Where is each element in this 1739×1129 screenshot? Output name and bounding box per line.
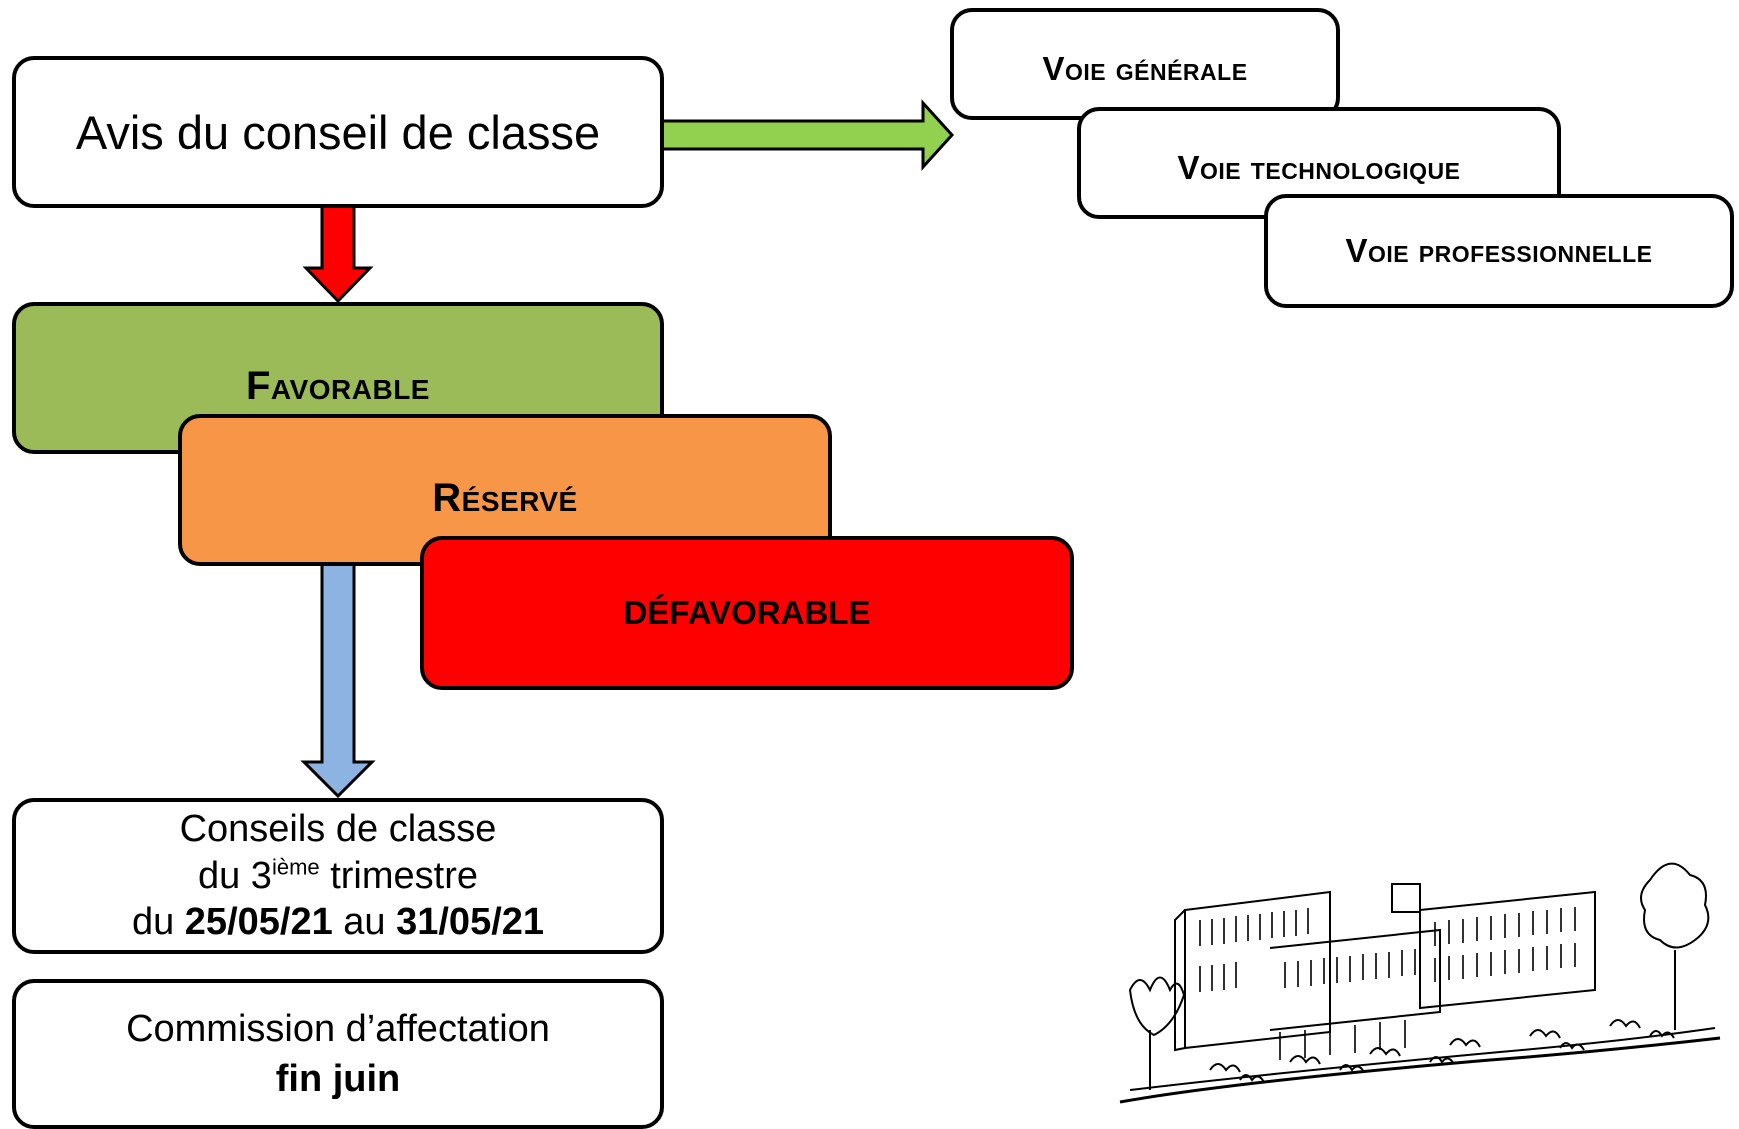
favorable-label: Favorable [246, 364, 430, 408]
defavorable-label: DÉFAVORABLE [623, 594, 871, 631]
conseils-line2: du 3ième trimestre [197, 854, 478, 897]
avis-box: Avis du conseil de classe [12, 56, 664, 208]
commission-line1: Commission d’affectation [126, 1007, 550, 1050]
voie-generale-box: Voie générale [950, 8, 1340, 120]
commission-box: Commission d’affectation fin juin [12, 979, 664, 1129]
conseils-line1: Conseils de classe [179, 808, 497, 851]
date-start: 25/05/21 [184, 901, 333, 944]
defavorable-box: DÉFAVORABLE [420, 536, 1074, 690]
school-building-sketch-icon [1119, 862, 1721, 1104]
reserve-label: Réservé [432, 476, 578, 520]
avis-label: Avis du conseil de classe [75, 105, 601, 159]
conseils-sup: ième [271, 854, 320, 880]
voie-generale-label: Voie générale [1042, 50, 1248, 87]
voie-technologique-label: Voie technologique [1177, 149, 1461, 186]
voie-professionnelle-box: Voie professionnelle [1264, 194, 1734, 308]
voie-professionnelle-label: Voie professionnelle [1345, 232, 1653, 269]
date-end: 31/05/21 [396, 901, 545, 944]
voie-technologique-box: Voie technologique [1077, 107, 1561, 219]
conseils-line3: du 25/05/21 au 31/05/21 [131, 901, 545, 944]
commission-line2: fin juin [275, 1058, 401, 1100]
conseils-box: Conseils de classe du 3ième trimestre du… [12, 798, 664, 954]
